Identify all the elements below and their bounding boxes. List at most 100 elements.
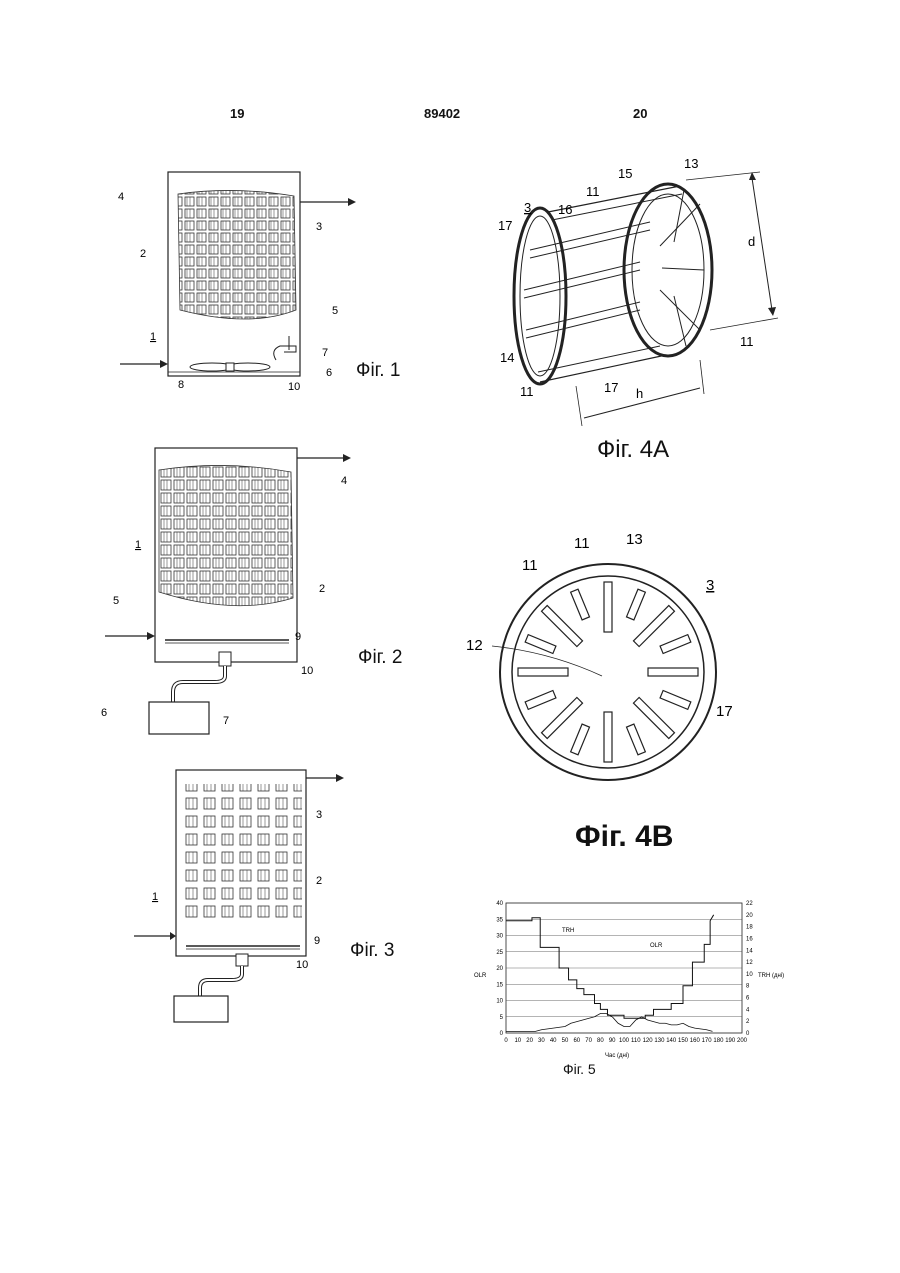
fig5-series bbox=[506, 915, 714, 1032]
fig4b-label-11-top: 11 bbox=[574, 535, 590, 552]
fig4b-slot bbox=[542, 697, 583, 738]
fig4a-caption: Фіг. 4A bbox=[597, 436, 669, 464]
fig4b-caption: Фіг. 4B bbox=[575, 820, 673, 854]
fig4b-slot bbox=[571, 589, 590, 620]
fig4a-label-11-right: 11 bbox=[740, 334, 754, 349]
fig5-x-tick-label: 110 bbox=[631, 1038, 641, 1044]
fig5-x-tick-label: 70 bbox=[585, 1038, 592, 1044]
fig5-x-tick-label: 200 bbox=[737, 1038, 748, 1044]
patent-number: 89402 bbox=[424, 106, 460, 121]
fig5-x-tick-label: 100 bbox=[619, 1038, 630, 1044]
fig2-label-9: 9 bbox=[295, 631, 301, 643]
fig5-x-tick-label: 30 bbox=[538, 1038, 545, 1044]
fig5-right-tick-label: 20 bbox=[746, 913, 753, 919]
fig2-caption: Фіг. 2 bbox=[358, 647, 402, 669]
figure-4b-drawing: 11 11 13 3 12 17 bbox=[460, 520, 760, 790]
fig1-label-8: 8 bbox=[178, 379, 184, 391]
fig1-label-7: 7 bbox=[322, 347, 328, 359]
fig5-left-tick-label: 40 bbox=[496, 901, 503, 907]
fig5-right-ticks: 0246810121416182022 bbox=[746, 901, 753, 1037]
fig5-grid bbox=[506, 903, 742, 1033]
fig5-x-tick-label: 10 bbox=[514, 1038, 521, 1044]
fig4a-label-14: 14 bbox=[500, 350, 514, 365]
fig4a-label-16: 16 bbox=[558, 202, 572, 217]
fig5-x-tick-label: 80 bbox=[597, 1038, 604, 1044]
right-page-number: 20 bbox=[633, 106, 647, 121]
fig5-right-tick-label: 6 bbox=[746, 996, 750, 1002]
fig4a-label-11-bottom: 11 bbox=[520, 384, 534, 399]
fig4b-label-12: 12 bbox=[466, 637, 483, 654]
fig5-x-tick-label: 180 bbox=[713, 1038, 724, 1044]
fig4b-slot bbox=[633, 606, 674, 647]
fig2-label-6: 6 bbox=[101, 707, 107, 719]
fig2-label-2: 2 bbox=[319, 583, 325, 595]
fig5-x-ticks: 0102030405060708090100110120130140150160… bbox=[504, 1038, 747, 1044]
fig4b-label-17: 17 bbox=[716, 703, 733, 720]
figure-4b: 11 11 13 3 12 17 bbox=[460, 520, 760, 790]
fig4a-label-17-bottom: 17 bbox=[604, 380, 618, 395]
fig4b-slot bbox=[660, 635, 691, 654]
fig5-left-tick-label: 10 bbox=[496, 999, 503, 1005]
fig5-left-tick-label: 0 bbox=[500, 1031, 504, 1037]
fig4b-slots bbox=[518, 582, 698, 762]
fig5-series-label-olr: OLR bbox=[650, 943, 663, 949]
fig3-label-1: 1 bbox=[152, 891, 158, 903]
fig5-series-line-trh bbox=[506, 915, 714, 1018]
fig4b-slot bbox=[633, 697, 674, 738]
fig3-label-10: 10 bbox=[296, 959, 308, 971]
fig4a-label-15: 15 bbox=[618, 166, 632, 181]
fig5-right-tick-label: 16 bbox=[746, 936, 753, 942]
fig5-right-tick-label: 10 bbox=[746, 972, 753, 978]
fig5-left-tick-label: 5 bbox=[500, 1015, 504, 1021]
fig5-x-tick-label: 50 bbox=[562, 1038, 569, 1044]
figure-2-drawing: 4 1 2 5 9 10 6 7 bbox=[95, 440, 415, 740]
fig5-caption: Фіг. 5 bbox=[563, 1061, 596, 1077]
fig5-x-tick-label: 40 bbox=[550, 1038, 557, 1044]
fig1-label-1: 1 bbox=[150, 331, 156, 343]
fig1-label-4: 4 bbox=[118, 191, 124, 203]
fig5-xlabel: Час (дні) bbox=[605, 1053, 629, 1059]
fig5-left-tick-label: 30 bbox=[496, 934, 503, 940]
fig2-label-5: 5 bbox=[113, 595, 119, 607]
fig5-x-tick-label: 190 bbox=[725, 1038, 736, 1044]
fig4b-slot bbox=[627, 589, 646, 620]
fig4a-label-h: h bbox=[636, 386, 643, 401]
figure-4a-drawing: 3 16 11 15 13 17 d 14 11 11 17 h bbox=[490, 150, 800, 430]
fig4b-slot bbox=[648, 668, 698, 676]
fig5-right-tick-label: 12 bbox=[746, 960, 753, 966]
fig4b-slot bbox=[660, 691, 691, 710]
fig4b-label-3: 3 bbox=[706, 577, 714, 594]
fig1-label-10: 10 bbox=[288, 381, 300, 393]
fig5-right-tick-label: 22 bbox=[746, 901, 753, 907]
fig2-label-1: 1 bbox=[135, 539, 141, 551]
fig5-x-tick-label: 0 bbox=[504, 1038, 508, 1044]
fig5-ylabel-right: TRH (дні) bbox=[758, 973, 784, 979]
fig4a-label-d: d bbox=[748, 234, 755, 249]
fig5-x-tick-label: 140 bbox=[666, 1038, 677, 1044]
left-page-number: 19 bbox=[230, 106, 244, 121]
fig5-x-tick-label: 150 bbox=[678, 1038, 689, 1044]
fig4b-slot bbox=[571, 724, 590, 755]
figure-5: 0510152025303540 0246810121416182022 010… bbox=[470, 895, 790, 1065]
fig4b-label-11-left: 11 bbox=[522, 557, 538, 574]
fig5-x-tick-label: 160 bbox=[690, 1038, 701, 1044]
fig5-x-tick-label: 120 bbox=[643, 1038, 654, 1044]
fig2-label-7: 7 bbox=[223, 715, 229, 727]
figure-3-drawing: 3 1 2 9 10 bbox=[130, 760, 410, 1030]
fig5-right-tick-label: 14 bbox=[746, 948, 753, 954]
figure-2: 4 1 2 5 9 10 6 7 bbox=[95, 440, 415, 740]
fig5-right-tick-label: 2 bbox=[746, 1019, 750, 1025]
fig5-left-tick-label: 25 bbox=[496, 950, 503, 956]
fig5-series-line-olr bbox=[506, 1014, 713, 1032]
fig5-series-label-trh: TRH bbox=[562, 928, 574, 934]
fig5-x-tick-label: 20 bbox=[526, 1038, 533, 1044]
fig4b-label-13: 13 bbox=[626, 531, 643, 548]
fig1-label-5: 5 bbox=[332, 305, 338, 317]
fig5-x-tick-label: 170 bbox=[702, 1038, 713, 1044]
fig5-ylabel-left: OLR bbox=[474, 973, 487, 979]
fig5-right-tick-label: 8 bbox=[746, 984, 750, 990]
fig4b-slot bbox=[627, 724, 646, 755]
fig4b-slot bbox=[518, 668, 568, 676]
fig3-caption: Фіг. 3 bbox=[350, 940, 394, 962]
fig5-left-tick-label: 35 bbox=[496, 917, 503, 923]
